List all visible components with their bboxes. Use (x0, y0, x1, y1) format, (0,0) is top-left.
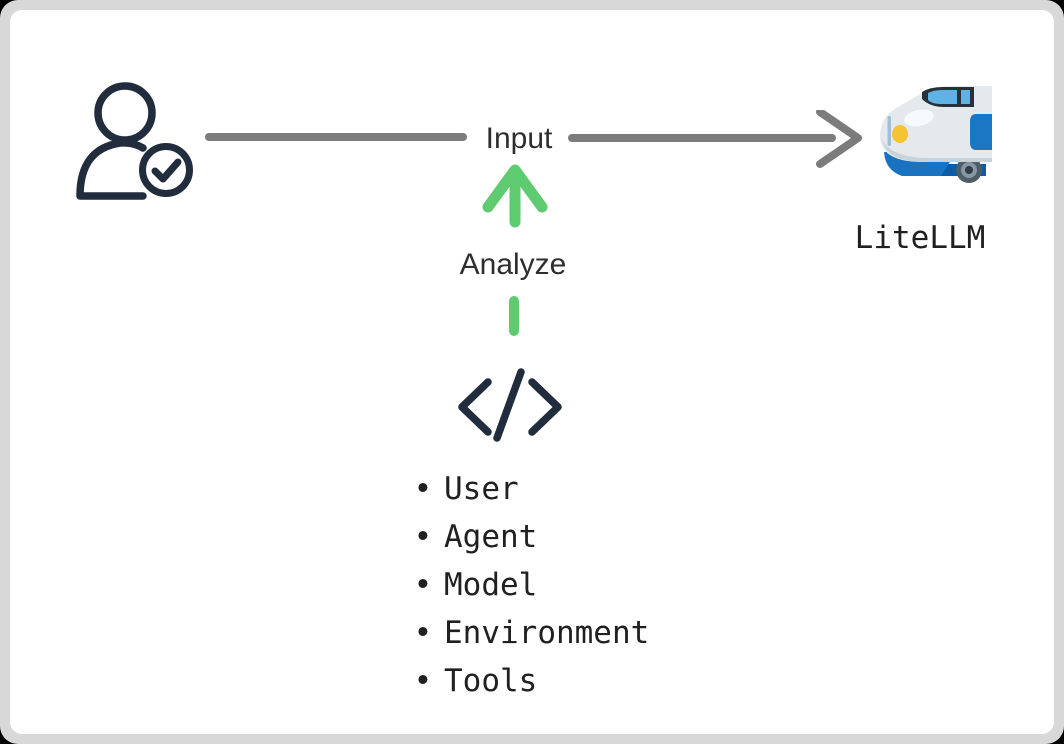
diagram-canvas (10, 10, 1054, 734)
list-item-label: Agent (444, 519, 538, 555)
bullet-dot: • (413, 471, 433, 507)
code-icon (458, 368, 562, 442)
bullet-train-emoji (872, 76, 992, 192)
list-item-label: Tools (444, 663, 538, 699)
list-item-label: Model (444, 567, 538, 603)
list-item-user: • User (412, 465, 649, 513)
list-item-label: User (444, 471, 519, 507)
analyze-dash-connector (509, 296, 519, 336)
bullet-dot: • (413, 663, 433, 699)
target-label-litellm: LiteLLM (854, 220, 986, 256)
list-item-agent: • Agent (412, 513, 649, 561)
list-item-tools: • Tools (412, 657, 649, 705)
list-item-environment: • Environment (412, 609, 650, 657)
list-item-model: • Model (412, 561, 649, 609)
flow-arrow-right-icon (568, 110, 862, 168)
flow-label-input: Input (485, 122, 553, 155)
flow-line-left (205, 133, 467, 141)
green-up-arrow-icon (482, 164, 548, 228)
analyze-label: Analyze (459, 248, 567, 281)
user-check-icon (73, 79, 195, 207)
bullet-dot: • (413, 615, 433, 651)
bullet-dot: • (413, 567, 433, 603)
bullet-dot: • (413, 519, 433, 555)
list-item-label: Environment (444, 615, 650, 651)
analysis-list: • User • Agent • Model • Environment • T… (412, 465, 650, 705)
